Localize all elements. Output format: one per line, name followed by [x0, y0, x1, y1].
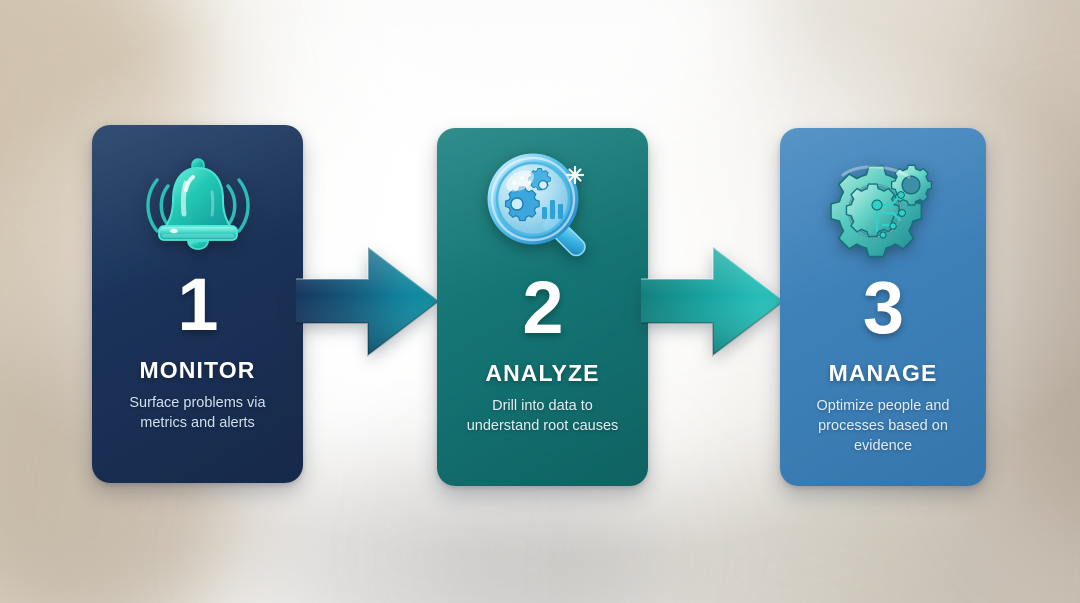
step-card-analyze[interactable]: 2 ANALYZE Drill into data to understand …	[437, 128, 648, 486]
magnifier-gears-chart-icon	[484, 152, 602, 262]
step-card-manage[interactable]: 3 MANAGE Optimize people and processes b…	[780, 128, 986, 486]
arrow-right-icon	[296, 240, 442, 362]
bell-icon	[139, 149, 257, 259]
step-title: MONITOR	[139, 356, 256, 383]
step-title: ANALYZE	[485, 359, 600, 386]
arrow-right-icon	[641, 240, 787, 362]
step-description: Drill into data to understand root cause…	[466, 397, 619, 434]
step-number: 2	[522, 266, 563, 349]
step-card-monitor[interactable]: 1 MONITOR Surface problems via metrics a…	[92, 125, 303, 483]
step-title: MANAGE	[828, 359, 938, 386]
step-description: Surface problems via metrics and alerts	[129, 394, 266, 431]
step-number: 3	[862, 266, 904, 349]
step-number: 1	[177, 263, 218, 346]
step-description: Optimize people and processes based on e…	[816, 397, 950, 455]
interlocking-gears-circuit-icon	[824, 152, 942, 262]
